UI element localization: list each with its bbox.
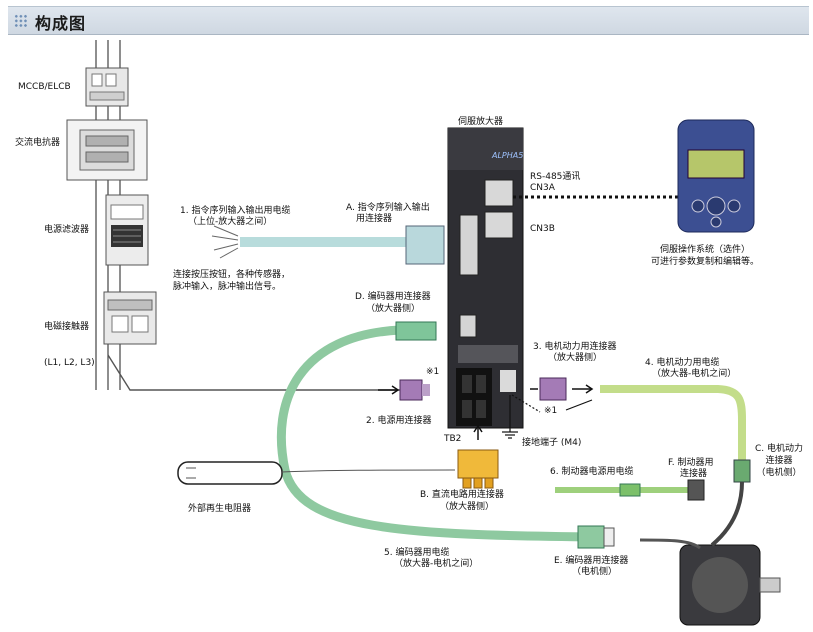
label-reactor: 交流电抗器: [15, 138, 61, 148]
servo-motor-icon: [639, 481, 781, 626]
page-title: 构成图: [35, 14, 87, 33]
mccb-icon: [85, 67, 129, 107]
label-connB-1: B. 直流电路用连接器: [420, 490, 504, 500]
label-phases: (L1, L2, L3): [44, 358, 95, 368]
label-cable5-2: （放大器-电机之间）: [394, 559, 479, 569]
label-connB-2: （放大器侧）: [440, 502, 495, 512]
label-cable5-1: 5. 编码器用电缆: [384, 548, 450, 558]
label-inputs-1: 连接按压按钮，各种传感器，: [173, 270, 291, 280]
label-tb2: TB2: [444, 434, 462, 444]
grid-dots-icon: [14, 14, 28, 28]
label-cable4-1: 4. 电机动力用电缆: [645, 358, 720, 368]
label-conn3-2: （放大器侧）: [548, 353, 603, 363]
label-connE-1: E. 编码器用连接器: [554, 556, 629, 566]
label-connF-1: F. 制动器用: [668, 458, 714, 468]
ground-icon: [502, 395, 518, 439]
label-contactor: 电磁接触器: [44, 322, 90, 332]
label-note1-a: ※1: [426, 367, 440, 377]
label-connC-1: C. 电机动力: [754, 444, 803, 454]
servo-amplifier-icon: ALPHA5: [447, 127, 524, 429]
label-connC-3: （电机侧）: [756, 468, 802, 478]
label-connA-1: A. 指令序列输入输出: [346, 203, 430, 213]
label-connD-2: （放大器侧）: [366, 304, 421, 314]
label-connF-2: 连接器: [680, 469, 708, 479]
label-cn3b: CN3B: [530, 224, 555, 234]
label-cable4-2: （放大器-电机之间）: [652, 369, 737, 379]
label-connA-2: 用连接器: [356, 214, 393, 224]
svg-text:ALPHA5: ALPHA5: [491, 151, 523, 160]
label-servo-amp: 伺服放大器: [458, 117, 504, 127]
regenerative-resistor-icon: [177, 461, 283, 485]
label-connC-2: 连接器: [765, 456, 793, 466]
label-conn2: 2. 电源用连接器: [366, 416, 432, 426]
label-cable6: 6. 制动器电源用电缆: [550, 467, 634, 477]
noise-filter-icon: [105, 194, 149, 266]
label-connD-1: D. 编码器用连接器: [355, 292, 431, 302]
reactor-icon: [66, 119, 148, 181]
label-op-unit-1: 伺服操作系统（选件）: [659, 245, 750, 255]
label-op-unit-2: 可进行参数复制和编辑等。: [650, 257, 759, 267]
label-rs485: RS-485通讯: [530, 172, 581, 182]
label-cable1-1: 1. 指令序列输入输出用电缆: [180, 206, 291, 216]
label-note1-b: ※1: [544, 406, 558, 416]
label-noise-filter: 电源滤波器: [44, 225, 90, 235]
contactor-icon: [103, 291, 157, 345]
label-connE-2: （电机侧）: [572, 567, 618, 577]
label-regen: 外部再生电阻器: [188, 504, 252, 514]
label-cn3a: CN3A: [530, 183, 555, 193]
operation-unit-icon: [677, 119, 755, 233]
header-bar: 构成图: [8, 6, 809, 35]
label-cable1-2: （上位-放大器之间）: [188, 217, 273, 227]
label-inputs-2: 脉冲输入，脉冲输出信号。: [173, 282, 282, 292]
label-mccb: MCCB/ELCB: [18, 82, 71, 92]
label-ground: 接地端子 (M4): [522, 438, 582, 448]
label-conn3-1: 3. 电机动力用连接器: [533, 342, 617, 352]
